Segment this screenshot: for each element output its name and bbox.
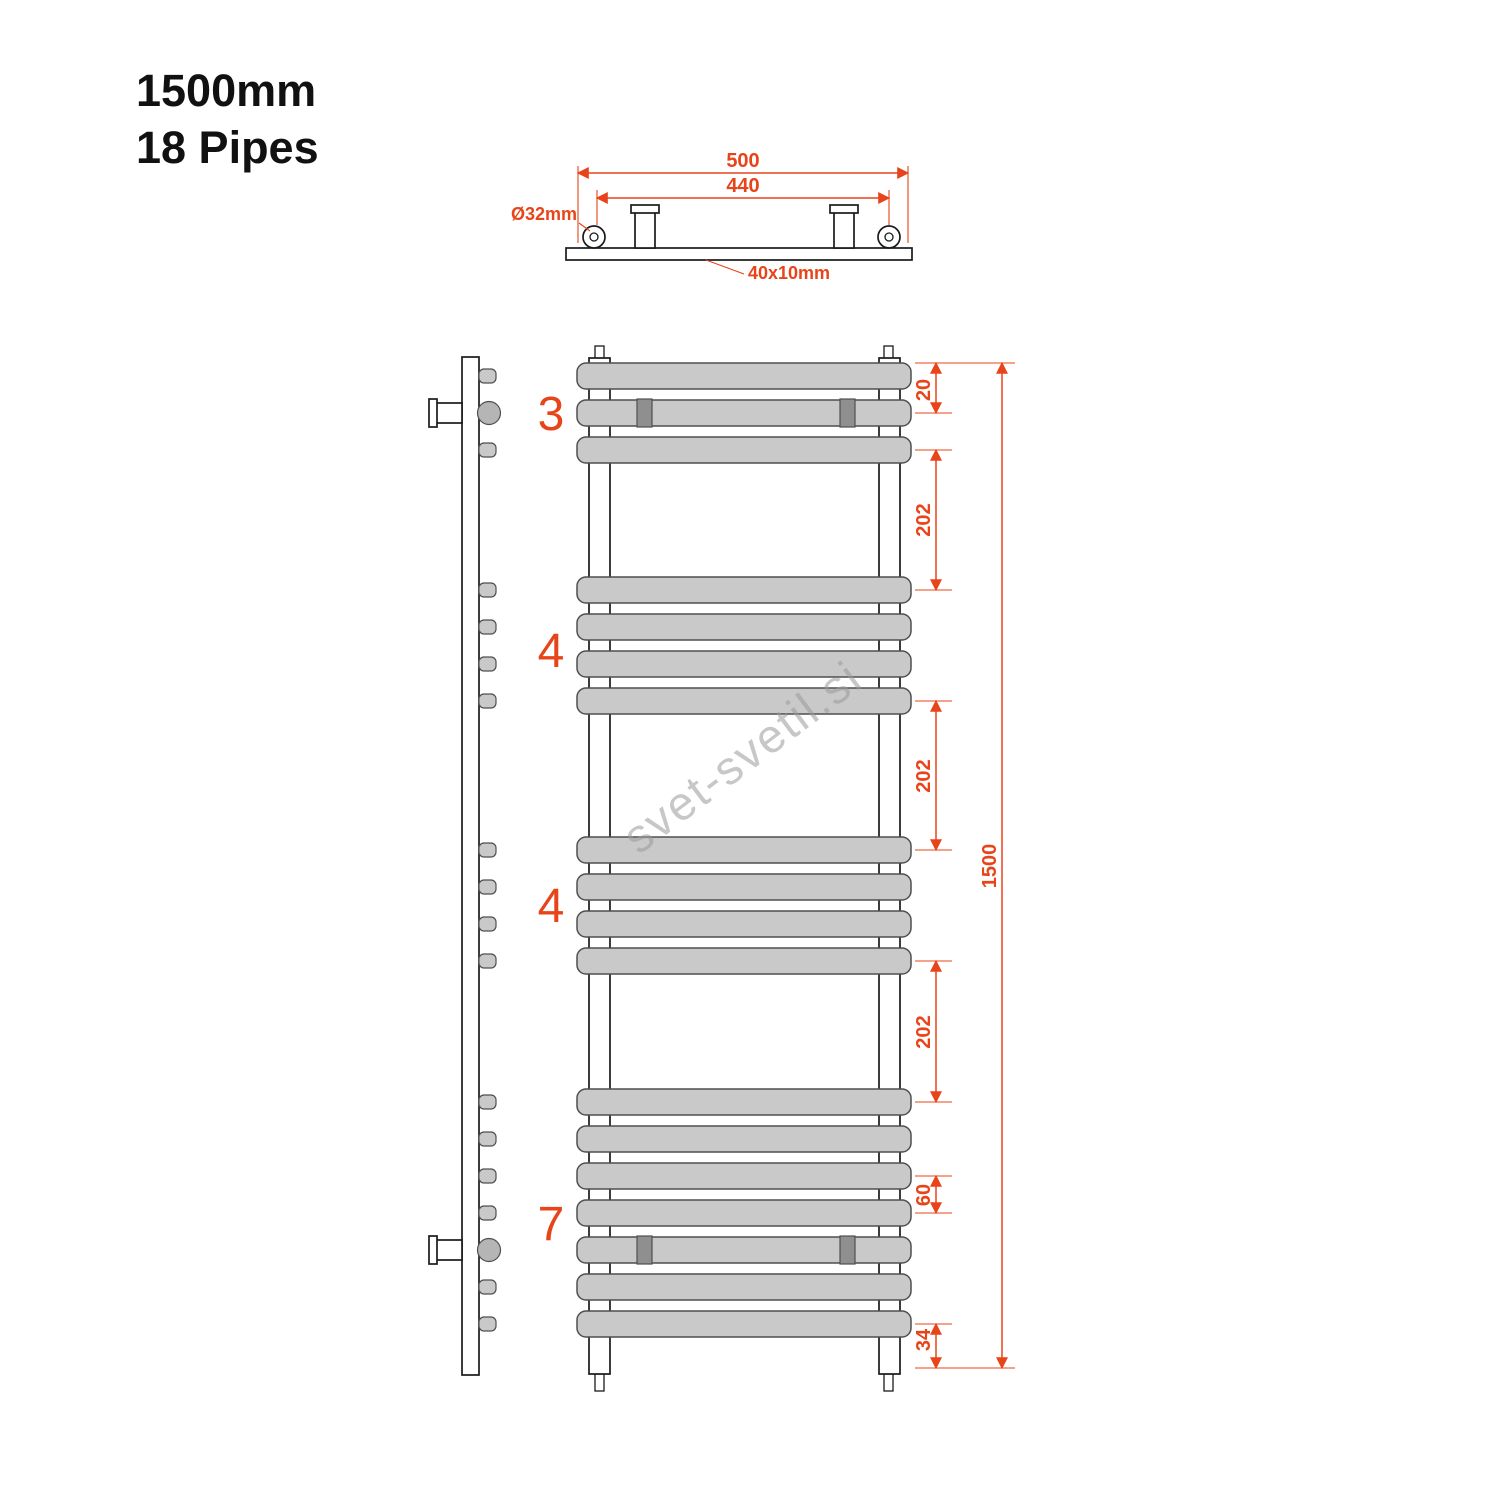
fixing-square <box>636 1235 653 1265</box>
fixing-square <box>839 398 856 428</box>
top-view: 500 440 Ø32mm 40x10mm <box>511 150 913 283</box>
group-count-label: 3 <box>538 388 565 441</box>
bottom-stub-right <box>883 1373 894 1392</box>
dim-202-label: 202 <box>913 1015 935 1048</box>
pipe-row <box>576 1236 912 1264</box>
pipe-end-bore-left <box>589 232 599 242</box>
pipe-row <box>576 1125 912 1153</box>
pipe-row <box>576 1088 912 1116</box>
pipe-stub <box>478 879 497 895</box>
dim-1500-label: 1500 <box>979 844 1001 889</box>
bracket-disc <box>476 400 502 426</box>
bottom-stub-left <box>594 1373 605 1392</box>
dim-202-label: 202 <box>913 759 935 792</box>
bracket-cap-right <box>829 204 859 214</box>
flat-bar-plate <box>565 247 913 261</box>
title-block: 1500mm 18 Pipes <box>136 65 319 173</box>
pipe-row <box>576 687 912 715</box>
side-flat-bar <box>461 356 480 1376</box>
vertical-tube-left <box>588 357 611 1375</box>
pipe-row <box>576 362 912 390</box>
group-count-label: 4 <box>538 880 565 933</box>
bracket-wall-cap <box>428 1235 438 1265</box>
pipe-row <box>576 436 912 464</box>
fixing-square <box>839 1235 856 1265</box>
dim-diameter-label: Ø32mm <box>511 204 577 224</box>
bracket-arm <box>435 1239 463 1261</box>
leader-line <box>578 222 591 232</box>
wall-bracket-top <box>428 398 502 428</box>
bracket-cap-left <box>630 204 660 214</box>
pipe-stub <box>478 842 497 858</box>
bracket-arm <box>435 402 463 424</box>
pipe-stub <box>478 1094 497 1110</box>
pipe-row <box>576 650 912 678</box>
pipe-stub <box>478 1205 497 1221</box>
side-view <box>428 356 502 1376</box>
pipe-row <box>576 1162 912 1190</box>
pipe-stub <box>478 619 497 635</box>
title-pipes: 18 Pipes <box>136 122 319 173</box>
pipe-row <box>576 1273 912 1301</box>
pipe-stub <box>478 368 497 384</box>
leader-line <box>705 259 745 275</box>
group-count-label: 4 <box>538 625 565 678</box>
pipe-stub <box>478 656 497 672</box>
pipe-stub <box>478 1168 497 1184</box>
pipe-stub <box>478 582 497 598</box>
pipe-stub <box>478 1131 497 1147</box>
pipe-row <box>576 1199 912 1227</box>
dim-bar-profile-label: 40x10mm <box>748 263 830 283</box>
pipe-row <box>576 910 912 938</box>
pipe-end-bore-right <box>884 232 894 242</box>
pipe-stub <box>478 1316 497 1332</box>
dim-60-label: 60 <box>913 1184 935 1206</box>
dim-500-label: 500 <box>726 150 759 172</box>
pipe-row <box>576 613 912 641</box>
right-dimension-chain: 20 202 202 202 60 34 1500 <box>913 361 1015 1370</box>
bracket-wall-cap <box>428 398 438 428</box>
pipe-row <box>576 836 912 864</box>
pipe-stub <box>478 442 497 458</box>
vertical-tube-right <box>878 357 901 1375</box>
bracket-boss-right <box>833 211 855 249</box>
pipe-row <box>576 947 912 975</box>
title-size: 1500mm <box>136 65 316 116</box>
dim-20-label: 20 <box>913 379 935 401</box>
pipe-row <box>576 576 912 604</box>
wall-bracket-bottom <box>428 1235 502 1265</box>
dim-34-label: 34 <box>913 1328 935 1351</box>
pipe-stub <box>478 916 497 932</box>
pipe-row <box>576 399 912 427</box>
dim-440-label: 440 <box>726 175 759 197</box>
pipe-stub <box>478 1279 497 1295</box>
dim-202-label: 202 <box>913 503 935 536</box>
pipe-row <box>576 1310 912 1338</box>
pipe-row <box>576 873 912 901</box>
bracket-boss-left <box>634 211 656 249</box>
pipe-stub <box>478 953 497 969</box>
front-view: 3 4 4 7 <box>538 345 912 1392</box>
watermark-text: svet-svetil.si <box>613 650 872 863</box>
group-count-label: 7 <box>538 1198 565 1251</box>
fixing-square <box>636 398 653 428</box>
pipe-stub <box>478 693 497 709</box>
bracket-disc <box>476 1237 502 1263</box>
